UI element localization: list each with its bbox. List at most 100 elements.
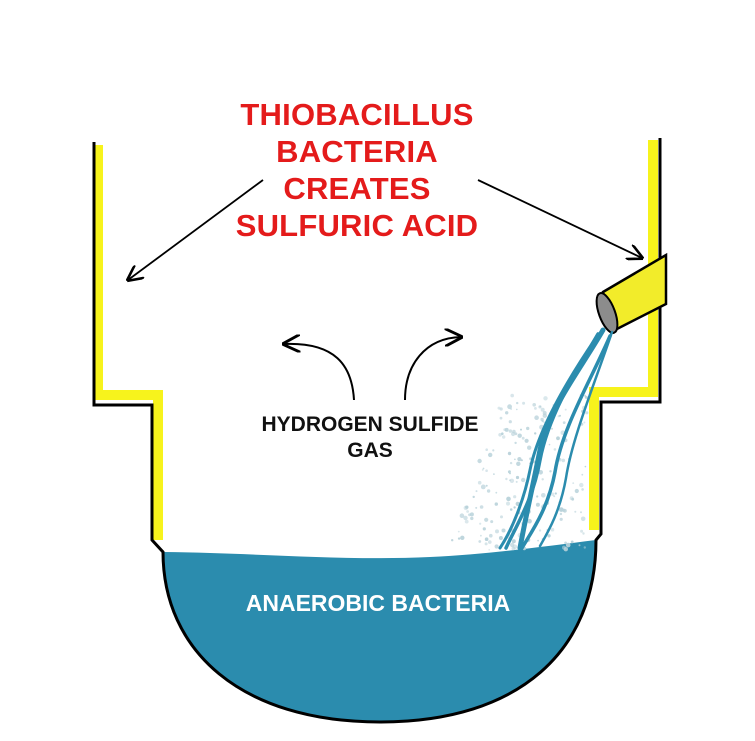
spray-dot — [549, 470, 552, 473]
spray-dot — [543, 396, 548, 401]
spray-dot — [451, 539, 454, 542]
spray-dot — [484, 542, 488, 546]
spray-dot — [583, 546, 586, 549]
spray-dot — [469, 512, 474, 517]
spray-dot — [548, 443, 551, 446]
spray-dot — [570, 540, 574, 544]
spray-dot — [562, 545, 566, 550]
spray-dot — [534, 432, 537, 435]
spray-dot — [520, 459, 523, 462]
spray-dot — [541, 420, 544, 423]
spray-dot — [509, 479, 511, 482]
spray-dot — [517, 433, 522, 438]
spray-dot — [550, 492, 555, 496]
spray-dot — [535, 502, 540, 507]
spray-dot — [464, 519, 469, 524]
spray-dot — [488, 452, 493, 458]
spray-dot — [564, 541, 567, 545]
spray-dot — [584, 465, 587, 468]
spray-dot — [572, 482, 575, 484]
spray-dot — [482, 527, 486, 531]
spray-dot — [551, 427, 553, 430]
spray-dot — [565, 542, 571, 548]
spray-dot — [553, 495, 556, 498]
spray-dot — [527, 445, 532, 450]
acid-coating-left — [93, 145, 163, 540]
spray-dot — [516, 401, 519, 405]
spray-dot — [463, 515, 468, 521]
title-line: SULFURIC ACID — [235, 208, 479, 243]
arrow-to-right-wall — [477, 179, 642, 258]
spray-dot — [534, 415, 539, 421]
spray-dot — [489, 533, 493, 538]
spray-dot — [559, 507, 564, 512]
spray-dot — [509, 478, 515, 483]
spray-dot — [540, 407, 545, 412]
spray-dot — [457, 537, 461, 540]
spray-dot — [574, 488, 579, 494]
spray-dot — [495, 491, 498, 494]
spray-dot — [514, 441, 517, 445]
spray-dot — [574, 510, 577, 513]
spray-dot — [559, 517, 563, 521]
spray-dot — [514, 458, 516, 461]
spray-dot — [516, 461, 521, 466]
spray-dot — [457, 530, 460, 533]
spray-dot — [569, 496, 574, 501]
spray-dot — [466, 510, 469, 513]
spray-dot — [505, 411, 509, 415]
spray-dot — [512, 544, 518, 550]
spray-dot — [553, 448, 557, 451]
spray-dot — [501, 528, 506, 533]
gas-label-line: GAS — [347, 439, 393, 462]
spray-dot — [536, 495, 539, 498]
spray-dot — [511, 539, 516, 544]
spray-dot — [582, 532, 585, 535]
spray-dot — [481, 469, 484, 471]
spray-dot — [556, 436, 560, 441]
spray-dot — [580, 529, 584, 533]
spray-dot — [484, 517, 489, 522]
spray-dot — [494, 502, 498, 506]
spray-dot — [475, 506, 478, 509]
spray-dot — [532, 403, 536, 407]
spray-dot — [499, 416, 503, 420]
spray-dot — [485, 448, 489, 452]
spray-dot — [550, 527, 555, 532]
spray-dot — [515, 475, 520, 480]
spray-dot — [485, 469, 488, 473]
spray-dot — [488, 540, 492, 544]
spray-dot — [509, 508, 513, 511]
hydrogen-sulfide-label: HYDROGEN SULFIDE GAS — [220, 412, 520, 464]
spray-dot — [506, 501, 510, 506]
spray-dot — [579, 482, 584, 488]
spray-dot — [507, 404, 512, 410]
anaerobic-bacteria-label: ANAEROBIC BACTERIA — [245, 590, 511, 616]
title-line: BACTERIA — [276, 134, 438, 169]
arrow-to-left-wall — [128, 179, 264, 280]
spray-dot — [584, 395, 588, 399]
sulfuric-acid-title: THIOBACILLUS BACTERIA CREATES SULFURIC A… — [207, 96, 507, 244]
spray-dot — [585, 411, 589, 415]
spray-dot — [522, 401, 526, 405]
spray-dot — [465, 505, 469, 509]
spray-dot — [502, 435, 506, 439]
spray-dot — [497, 406, 501, 410]
inflow-pipe — [595, 252, 668, 334]
spray-dot — [482, 467, 485, 470]
spray-dot — [488, 549, 491, 551]
spray-dot — [509, 461, 513, 465]
spray-dot — [521, 436, 525, 440]
spray-dot — [527, 518, 532, 524]
spray-dot — [517, 457, 522, 462]
spray-dot — [478, 540, 482, 543]
spray-dot — [498, 433, 502, 437]
gas-arrow-left — [284, 344, 355, 401]
spray-dot — [508, 420, 512, 424]
spray-dot — [495, 529, 499, 534]
spray-dot — [561, 458, 566, 463]
spray-dot — [480, 484, 486, 490]
title-line: THIOBACILLUS — [240, 97, 474, 132]
spray-dot — [562, 421, 566, 424]
spray-dot — [524, 438, 529, 443]
